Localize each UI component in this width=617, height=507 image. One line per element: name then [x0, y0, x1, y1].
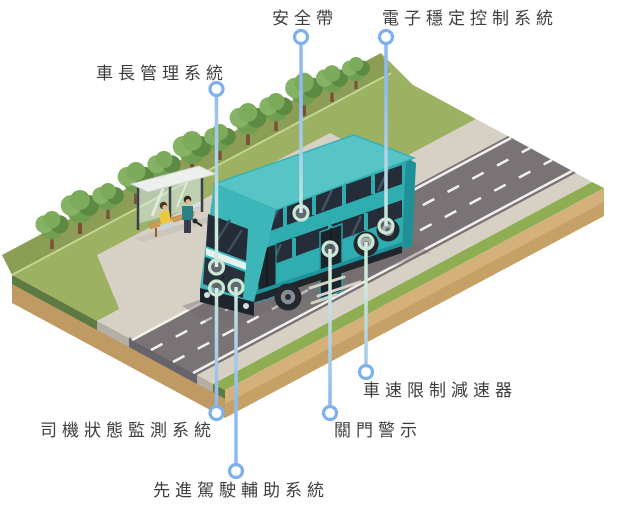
tree: [229, 103, 267, 145]
label-dot-electronic-stability-control: [377, 28, 395, 46]
tree: [92, 183, 124, 219]
callout-label-electronic-stability-control: 電子穩定控制系統: [382, 9, 558, 28]
far-sidewalk: [197, 173, 592, 384]
callout-lines: [214, 37, 388, 471]
tree-row: [35, 57, 370, 249]
tree: [60, 190, 100, 234]
bus-headlight-left: [204, 292, 210, 298]
standing-passenger: [182, 195, 193, 233]
callout-label-seat-belt: 安全帶: [272, 9, 338, 28]
tree: [35, 211, 69, 249]
road-reflection-dashes: [308, 275, 362, 305]
grass-bank: [2, 53, 391, 275]
tree: [315, 65, 349, 102]
green-edge-strip: [213, 182, 604, 390]
callout-dot-driver-state-monitoring: [207, 279, 226, 297]
callout-label-captain-management-system: 車長管理系統: [96, 64, 228, 83]
bus-front-wheel: [274, 283, 302, 311]
tree: [259, 93, 293, 131]
platform-base: [12, 188, 604, 418]
callout-label-dots: [208, 28, 395, 480]
callout-dot-seat-belt: [292, 204, 310, 222]
sitting-passenger: [159, 201, 174, 231]
tree: [342, 57, 370, 89]
label-dot-speed-limit-retarder: [357, 363, 375, 381]
callout-dot-advanced-driver-assistance: [227, 278, 245, 296]
callout-label-speed-limit-retarder: 車速限制減速器: [363, 381, 517, 400]
label-dot-captain-management-system: [208, 80, 225, 98]
label-dot-seat-belt: [292, 28, 310, 46]
callout-dot-door-closing-warning: [321, 240, 339, 258]
callout-dot-electronic-stability-control: [377, 217, 395, 235]
double-decker-bus: [182, 134, 430, 330]
callout-dot-captain-management-system: [207, 258, 226, 276]
label-dot-advanced-driver-assistance: [227, 462, 245, 480]
callout-label-advanced-driver-assistance: 先進駕駛輔助系統: [153, 481, 329, 500]
callout-label-door-closing-warning: 關門警示: [334, 421, 422, 440]
callout-dot-speed-limit-retarder: [357, 233, 375, 251]
callout-label-driver-state-monitoring: 司機狀態監測系統: [40, 421, 216, 440]
bus-roof: [211, 134, 417, 211]
callout-target-dots: [207, 204, 395, 297]
label-dot-door-closing-warning: [321, 404, 339, 422]
bus-headlight-right: [243, 303, 249, 309]
bus-mirror: [192, 218, 203, 227]
label-dot-driver-state-monitoring: [208, 404, 225, 422]
